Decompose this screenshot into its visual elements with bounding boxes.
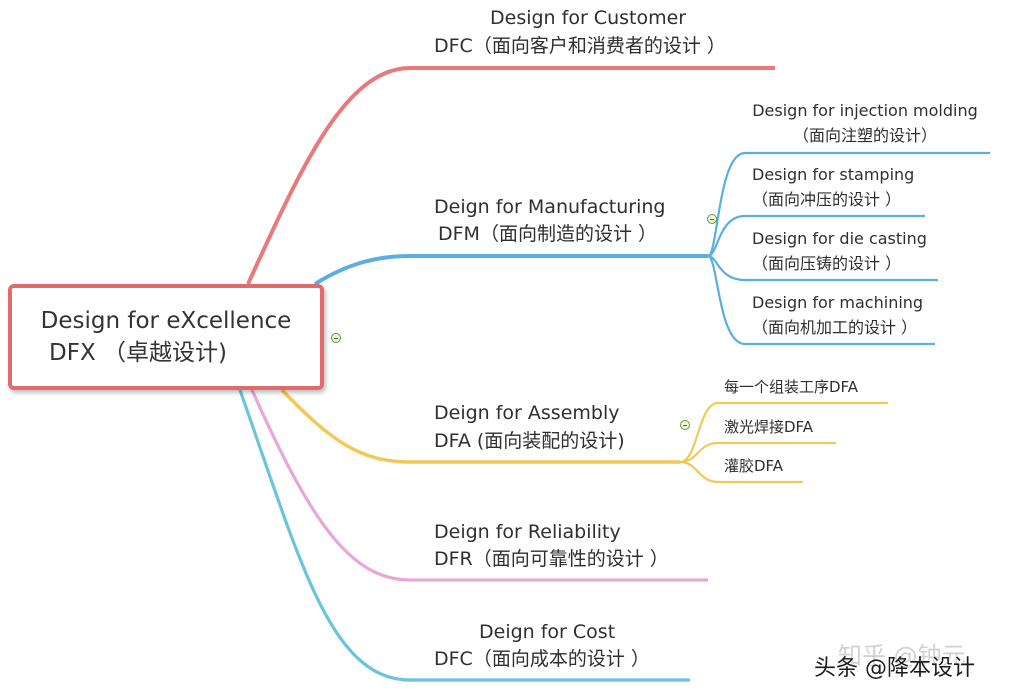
node-process-dfa[interactable]: 每一个组装工序DFA bbox=[724, 378, 859, 396]
node-injection-subtitle[interactable]: （面向注塑的设计） bbox=[792, 126, 937, 145]
watermark-toutiao: 头条 @降本设计 bbox=[814, 656, 975, 681]
watermark-zhihu: 知乎 @钟元 bbox=[838, 642, 966, 670]
link-potting bbox=[679, 460, 803, 484]
node-manufacturing-subtitle[interactable]: DFM（面向制造的设计 ） bbox=[438, 223, 657, 245]
node-cost-subtitle[interactable]: DFC（面向成本的设计 ） bbox=[434, 648, 650, 670]
node-customer-title[interactable]: Design for Customer bbox=[490, 7, 687, 29]
link-customer bbox=[246, 66, 775, 285]
node-diecasting-subtitle[interactable]: （面向压铸的设计 ） bbox=[752, 254, 902, 273]
node-machining-title[interactable]: Design for machining bbox=[752, 293, 924, 312]
node-assembly-title[interactable]: Deign for Assembly bbox=[434, 402, 620, 424]
node-laser-dfa[interactable]: 激光焊接DFA bbox=[724, 418, 814, 436]
node-injection-title[interactable]: Design for injection molding bbox=[752, 101, 978, 120]
link-laser bbox=[679, 441, 836, 464]
node-machining-subtitle[interactable]: （面向机加工的设计 ） bbox=[752, 318, 918, 337]
root-title: Design for eXcellence bbox=[40, 308, 292, 334]
node-stamping-title[interactable]: Design for stamping bbox=[752, 165, 915, 184]
node-potting-dfa[interactable]: 灌胶DFA bbox=[724, 457, 784, 475]
manufacturing-collapse-icon[interactable] bbox=[707, 214, 717, 224]
link-injection bbox=[706, 151, 990, 258]
link-assembly bbox=[280, 388, 680, 464]
node-manufacturing-title[interactable]: Deign for Manufacturing bbox=[434, 196, 666, 218]
root-collapse-icon[interactable] bbox=[331, 333, 341, 343]
link-manufacturing bbox=[313, 254, 708, 286]
node-reliability-subtitle[interactable]: DFR（面向可靠性的设计 ） bbox=[434, 548, 669, 570]
node-stamping-subtitle[interactable]: （面向冲压的设计 ） bbox=[752, 190, 902, 209]
link-cost bbox=[238, 389, 690, 682]
node-diecasting-title[interactable]: Design for die casting bbox=[752, 229, 927, 248]
link-reliability bbox=[250, 389, 708, 582]
node-assembly-subtitle[interactable]: DFA (面向装配的设计) bbox=[434, 430, 625, 452]
link-stamping bbox=[707, 214, 925, 258]
node-customer-subtitle[interactable]: DFC（面向客户和消费者的设计 ） bbox=[434, 35, 726, 57]
assembly-collapse-icon[interactable] bbox=[680, 420, 690, 430]
root-subtitle: DFX （卓越设计) bbox=[49, 340, 227, 366]
node-reliability-title[interactable]: Deign for Reliability bbox=[434, 521, 621, 543]
link-machining bbox=[707, 254, 935, 346]
link-process bbox=[679, 401, 888, 464]
root-node[interactable]: Design for eXcellence DFX （卓越设计) bbox=[8, 284, 324, 390]
node-cost-title[interactable]: Deign for Cost bbox=[479, 621, 616, 643]
